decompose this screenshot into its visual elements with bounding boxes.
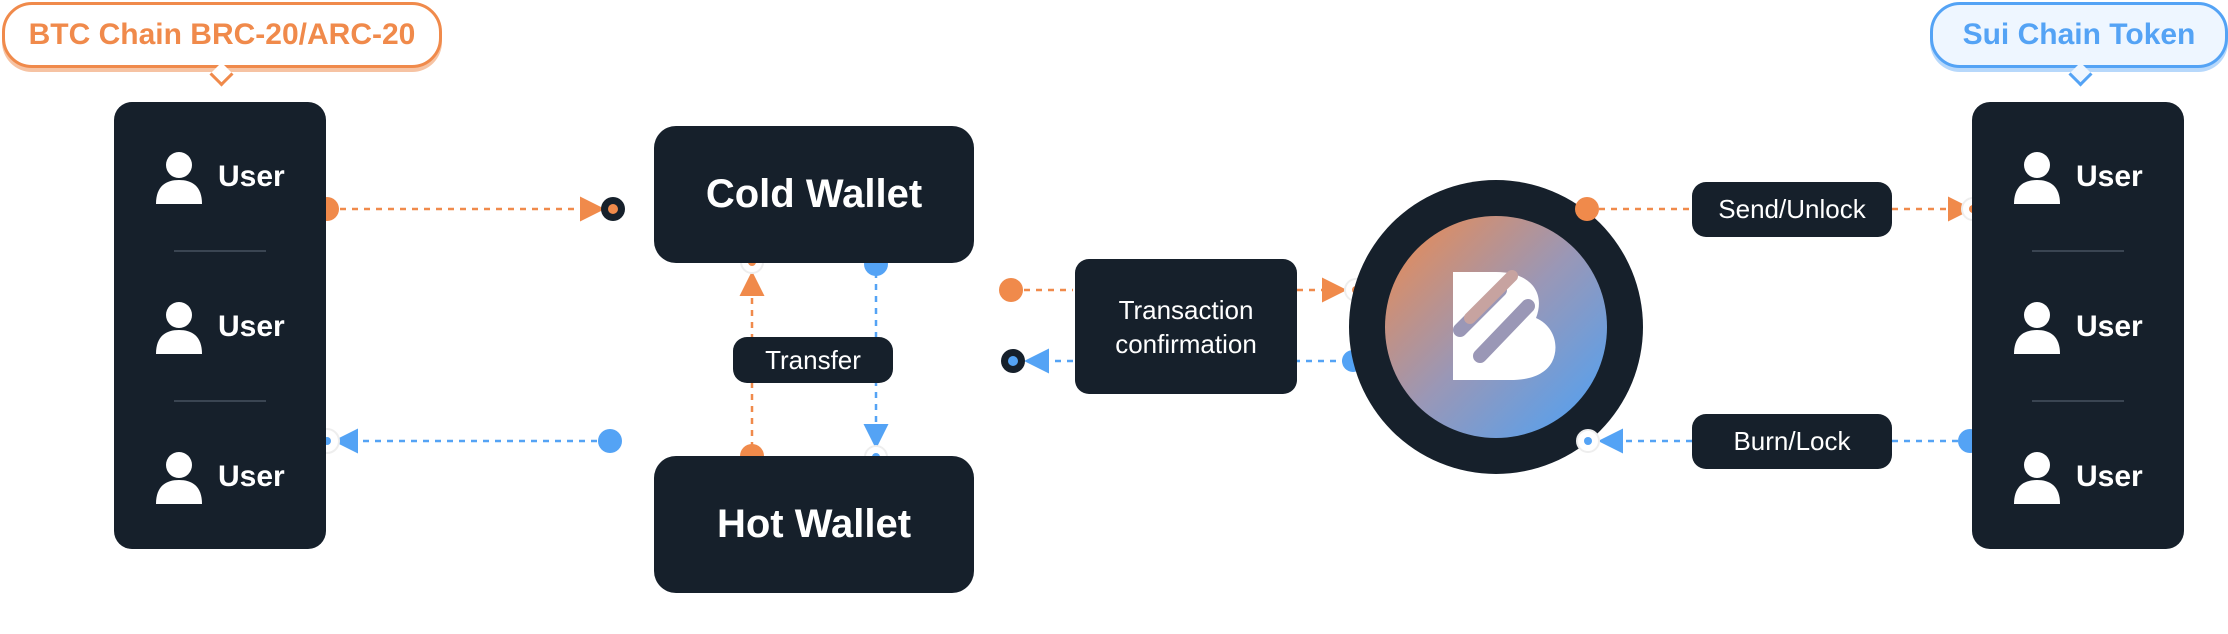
- burn-lock-label: Burn/Lock: [1733, 426, 1851, 456]
- cold-wallet-label: Cold Wallet: [705, 172, 923, 216]
- hot-wallet-box: Hot Wallet: [654, 456, 974, 593]
- transfer-label: Transfer: [765, 344, 861, 375]
- user-row: User: [1972, 402, 2184, 552]
- user-row: User: [1972, 102, 2184, 252]
- user-label: User: [218, 160, 285, 193]
- user-icon: [2014, 452, 2060, 504]
- send-unlock-label: Send/Unlock: [1718, 194, 1866, 224]
- user-row: User: [114, 102, 326, 252]
- divider: [174, 250, 266, 252]
- user-icon: [156, 302, 202, 354]
- bridge-logo-icon: [1349, 180, 1643, 474]
- user-label: User: [2076, 310, 2143, 343]
- divider: [2032, 250, 2124, 252]
- divider: [2032, 400, 2124, 402]
- transaction-label-line2: confirmation: [1115, 328, 1257, 359]
- btc-chain-tag: BTC Chain BRC-20/ARC-20: [2, 2, 442, 68]
- user-label: User: [218, 460, 285, 493]
- hot-wallet-out-node: [598, 429, 622, 453]
- tx-orange-start-node: [999, 278, 1023, 302]
- transfer-pill: Transfer: [733, 337, 893, 383]
- sui-user-panel: User User User: [1972, 102, 2184, 549]
- user-row: User: [1972, 252, 2184, 402]
- user-label: User: [2076, 160, 2143, 193]
- user-label: User: [2076, 460, 2143, 493]
- btc-chain-tag-label: BTC Chain BRC-20/ARC-20: [28, 18, 416, 51]
- user-row: User: [114, 252, 326, 402]
- user-icon: [156, 152, 202, 204]
- user-icon: [2014, 152, 2060, 204]
- transaction-confirmation-box: Transaction confirmation: [1075, 259, 1297, 394]
- user-label: User: [218, 310, 285, 343]
- burn-lock-pill: Burn/Lock: [1692, 414, 1892, 469]
- sui-chain-tag: Sui Chain Token: [1930, 2, 2228, 68]
- user-row: User: [114, 402, 326, 552]
- user-icon: [2014, 302, 2060, 354]
- user-icon: [156, 452, 202, 504]
- btc-user-panel: User User User: [114, 102, 326, 549]
- transaction-label-line1: Transaction: [1118, 294, 1254, 325]
- sui-chain-tag-label: Sui Chain Token: [1962, 18, 2196, 51]
- divider: [174, 400, 266, 402]
- cold-wallet-box: Cold Wallet: [654, 126, 974, 263]
- hot-wallet-label: Hot Wallet: [716, 502, 912, 546]
- send-unlock-pill: Send/Unlock: [1692, 182, 1892, 237]
